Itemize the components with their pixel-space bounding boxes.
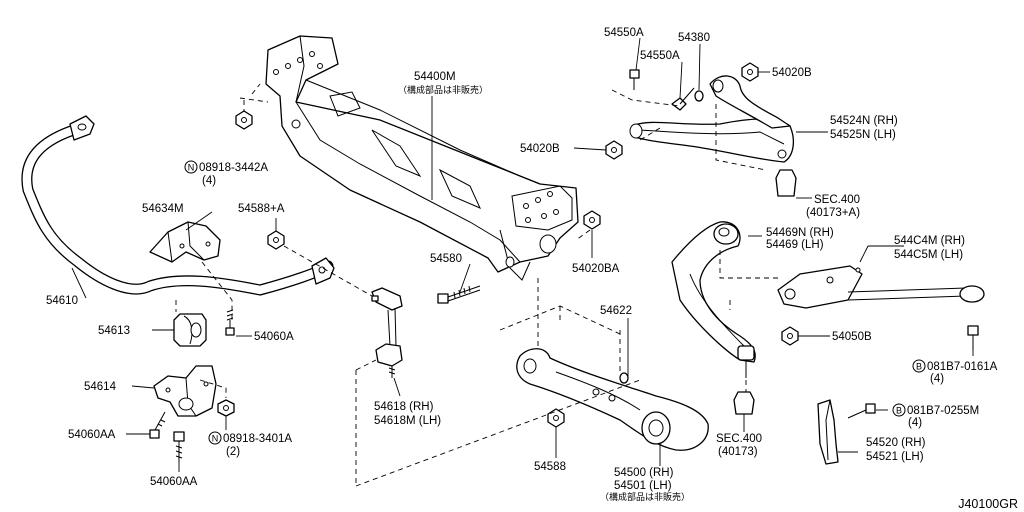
marker-b-right-1: B <box>912 359 926 373</box>
part-labels: 54550A 54380 54550A 54020B 54400M （構成部品は… <box>46 27 1018 511</box>
label-54610: 54610 <box>46 295 78 307</box>
label-54469n: 54469N (RH) <box>766 227 834 239</box>
label-54618m: 54618M (LH) <box>374 415 441 427</box>
crossmember-54400m <box>265 35 579 281</box>
label-54020b-mid: 54020B <box>520 143 560 155</box>
marker-n-bottom: N <box>208 431 222 445</box>
label-54550a-b: 54550A <box>640 50 680 62</box>
bracket-54614 <box>153 365 217 417</box>
label-54020b-top: 54020B <box>772 67 812 79</box>
bushing-54613 <box>173 313 207 347</box>
leader-lines <box>71 37 974 472</box>
label-n08918-3401a-qty: (2) <box>226 446 240 458</box>
nut-n08918-3442a <box>235 110 253 130</box>
bolt-54060aa-b <box>173 431 185 462</box>
svg-text:B: B <box>896 406 902 416</box>
nut-54020b-mid <box>605 140 623 160</box>
label-sec400-b: SEC.400 <box>716 433 762 445</box>
bolt-54060aa-a <box>149 411 166 439</box>
label-54580: 54580 <box>430 253 462 265</box>
label-54060a: 54060A <box>254 331 294 343</box>
assembly-lines <box>175 83 780 487</box>
label-b081b7-0161a-qty: (4) <box>930 373 944 385</box>
label-n08918-3442a: 08918-3442A <box>199 162 268 174</box>
label-54618: 54618 (RH) <box>374 401 434 413</box>
marker-n-top: N <box>184 160 198 174</box>
nut-54588a <box>267 230 285 250</box>
nut-54020b-top <box>741 62 759 82</box>
bolt-54550a-a <box>629 69 640 90</box>
label-54050b: 54050B <box>832 331 872 343</box>
nut-n08918-3401a <box>217 399 235 417</box>
label-54500: 54500 (RH) <box>614 467 674 479</box>
label-n08918-3401a: 08918-3401A <box>223 433 292 445</box>
label-54060aa-a: 54060AA <box>68 429 116 441</box>
label-54525n: 54525N (LH) <box>830 129 896 141</box>
label-b081b7-0255m: 081B7-0255M <box>907 405 979 417</box>
label-n08918-3442a-qty: (4) <box>202 175 216 187</box>
bracket-54634m <box>149 221 221 263</box>
label-54020ba: 54020BA <box>572 263 620 275</box>
nut-54020ba <box>583 210 601 230</box>
label-54400m-note: （構成部品は非販売） <box>398 84 488 95</box>
label-54622: 54622 <box>600 305 632 317</box>
svg-text:B: B <box>916 362 922 372</box>
tension-rod-544c4m <box>777 265 985 350</box>
marker-b-right-2: B <box>892 403 906 417</box>
label-54550a-a: 54550A <box>604 27 644 39</box>
stabilizer-link-54618 <box>371 287 403 378</box>
bolt-54060a <box>225 309 235 336</box>
label-544c5m: 544C5M (LH) <box>894 249 963 261</box>
label-544c4m: 544C4M (RH) <box>894 235 965 247</box>
stabilizer-bar-54610 <box>21 115 335 296</box>
label-54588a: 54588+A <box>238 203 285 215</box>
label-54501-note: （構成部品は非販売） <box>600 491 690 502</box>
label-sec400-a-ref: (40173+A) <box>806 207 860 219</box>
label-54400m: 54400M <box>414 71 456 83</box>
label-54501: 54501 (LH) <box>614 480 672 492</box>
label-b081b7-0255m-qty: (4) <box>908 417 922 429</box>
label-sec400-b-ref: (40173) <box>718 446 758 458</box>
label-54521: 54521 (LH) <box>866 451 924 463</box>
label-54520: 54520 (RH) <box>866 437 926 449</box>
label-b081b7-0161a: 081B7-0161A <box>927 361 998 373</box>
bolt-b081b7-0255m <box>847 403 876 419</box>
bolt-54550a-b <box>671 87 695 111</box>
label-sec400-a: SEC.400 <box>814 194 860 206</box>
arm-54469n <box>671 221 756 378</box>
diagram-code: J40100GR <box>958 497 1018 511</box>
lower-arm-54500 <box>516 348 755 451</box>
label-54613: 54613 <box>98 325 130 337</box>
bolt-54580 <box>437 285 481 304</box>
label-54380: 54380 <box>678 32 710 44</box>
label-54060aa-b: 54060AA <box>150 476 198 488</box>
label-54614: 54614 <box>84 381 117 393</box>
bracket-54520 <box>817 399 839 465</box>
label-54634m: 54634M <box>142 203 184 215</box>
label-54469: 54469 (LH) <box>766 239 824 251</box>
label-54524n: 54524N (RH) <box>830 115 898 127</box>
svg-text:N: N <box>212 434 219 444</box>
washer-54380 <box>694 90 704 102</box>
upper-link-54524n <box>629 75 797 197</box>
svg-text:N: N <box>188 163 195 173</box>
label-54588: 54588 <box>534 461 566 473</box>
